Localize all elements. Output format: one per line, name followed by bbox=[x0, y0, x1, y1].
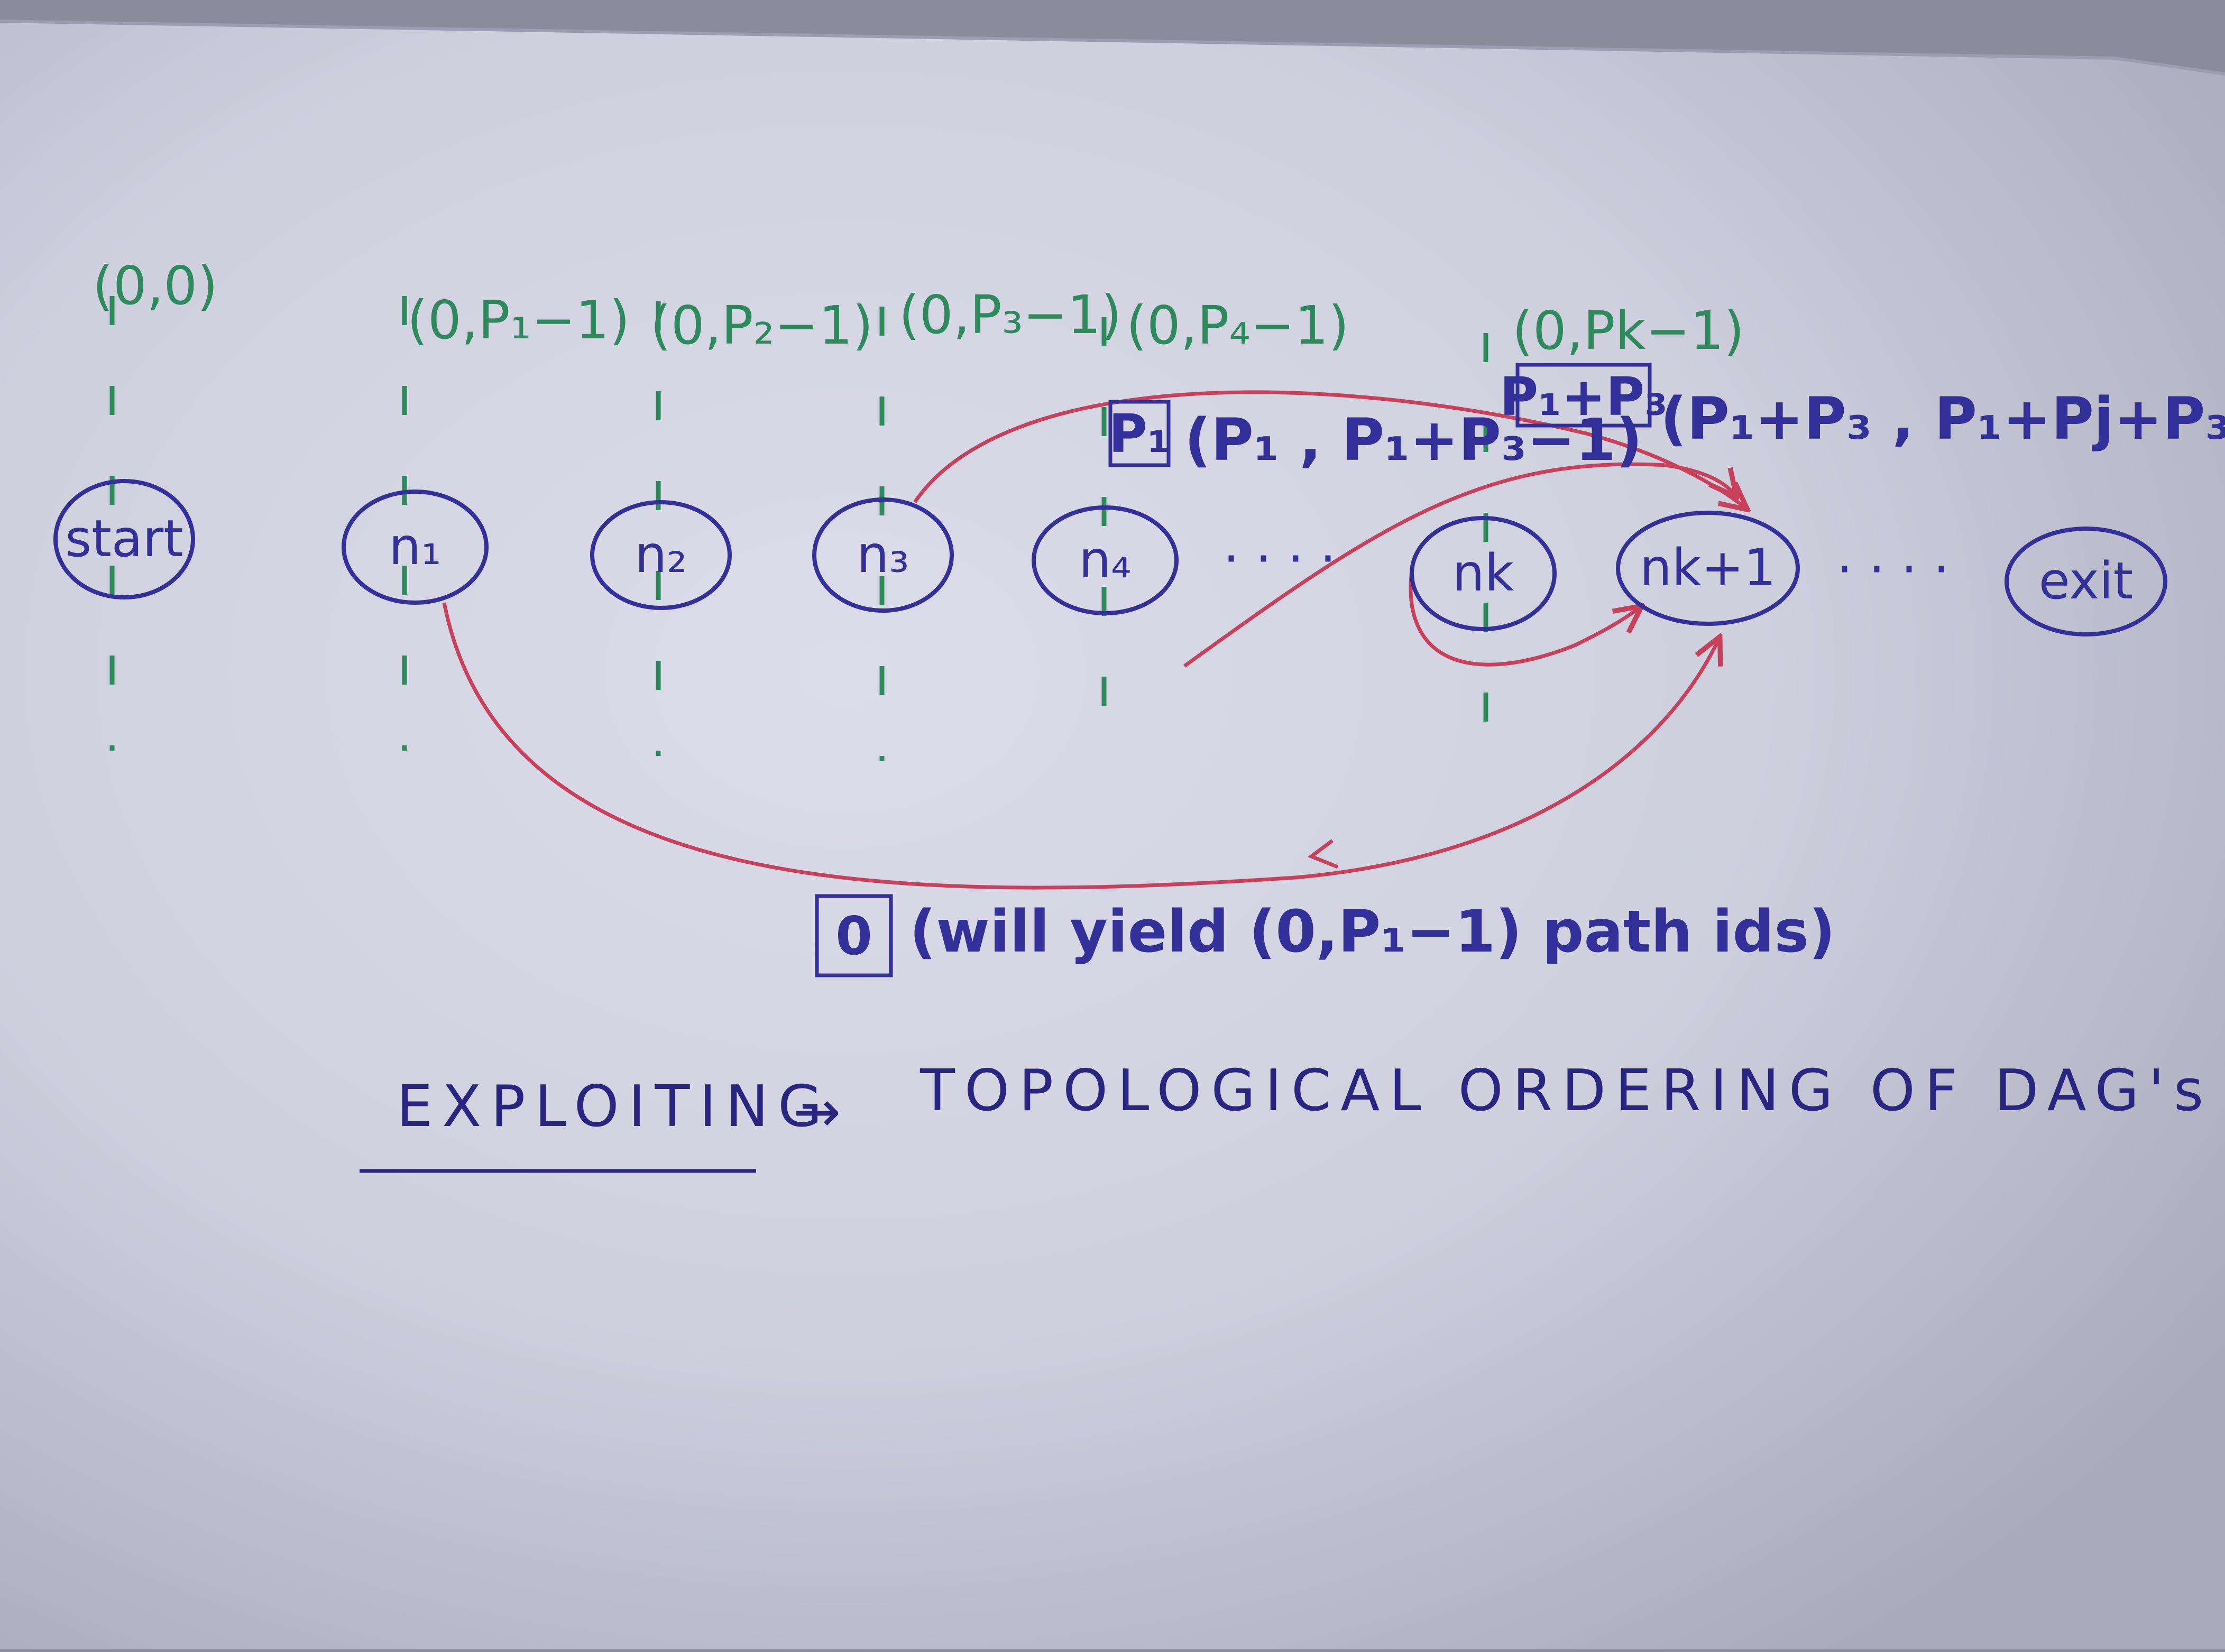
range-n3: (0,P₃−1) bbox=[899, 284, 1121, 346]
paper-edge bbox=[0, 20, 2225, 76]
caption-arrow: → bbox=[793, 1079, 851, 1145]
ellipsis-between-n4-nk: · · · · bbox=[1223, 529, 1336, 588]
box-zero-label: 0 bbox=[835, 905, 872, 967]
edge-n4-to-nk1 bbox=[1183, 462, 1734, 668]
box-p1-plus-p3 bbox=[1515, 363, 1652, 428]
node-nk1-label: nk+1 bbox=[1640, 538, 1776, 597]
caption-right: TOPOLOGICAL ORDERING OF DAG's bbox=[920, 1058, 2213, 1124]
dashed-guides bbox=[109, 296, 1488, 777]
edge-nk-to-nk1 bbox=[1409, 570, 1639, 667]
ellipsis-after-nk1: · · · · bbox=[1836, 540, 1950, 599]
node-start-label: start bbox=[65, 509, 183, 568]
note-edge-n1-nk1: (will yield (0,P₁−1) path ids) bbox=[909, 898, 1835, 965]
edge-n3-to-nk1 bbox=[913, 390, 1745, 507]
node-n2 bbox=[590, 500, 732, 610]
range-start: (0,0) bbox=[93, 255, 218, 317]
box-p1 bbox=[1108, 400, 1171, 467]
box-zero bbox=[815, 894, 893, 977]
range-edge-nk-nk1: (P₁+P₃ , P₁+Pj+P₃−1) bbox=[1660, 385, 2225, 453]
node-nk-label: nk bbox=[1452, 543, 1514, 603]
node-exit-label: exit bbox=[2039, 551, 2134, 611]
box-p1-plus-p3-label: P₁+P₃ bbox=[1500, 366, 1668, 428]
range-edge-n3-nk1: (P₁ , P₁+P₃−1) bbox=[1184, 406, 1642, 474]
caption-left: EXPLOITING bbox=[397, 1074, 832, 1140]
node-exit bbox=[2005, 527, 2167, 636]
node-n3 bbox=[812, 497, 954, 613]
node-n2-label: n₂ bbox=[635, 525, 687, 584]
range-n2: (0,P₂−1) bbox=[650, 294, 873, 356]
range-n1: (0,P₁−1) bbox=[407, 289, 630, 351]
caption: EXPLOITING → TOPOLOGICAL ORDERING OF DAG… bbox=[360, 1058, 2213, 1173]
edges bbox=[442, 390, 1745, 890]
edge-n1-to-nk1 bbox=[442, 602, 1718, 890]
node-nk1 bbox=[1616, 511, 1800, 626]
range-n4: (0,P₄−1) bbox=[1126, 294, 1349, 356]
nodes bbox=[53, 479, 2167, 636]
edge-n1-mid-arrow bbox=[1307, 839, 1339, 869]
node-nk bbox=[1410, 516, 1557, 631]
range-nk: (0,Pk−1) bbox=[1512, 300, 1744, 362]
box-p1-label: P₁ bbox=[1108, 403, 1170, 465]
node-n3-label: n₃ bbox=[857, 525, 909, 584]
node-n4-label: n₄ bbox=[1079, 530, 1131, 589]
node-n1 bbox=[342, 490, 489, 605]
paper-sheet bbox=[0, 21, 2225, 1649]
node-start bbox=[53, 479, 195, 599]
node-n1-label: n₁ bbox=[389, 517, 441, 576]
node-n4 bbox=[1032, 505, 1179, 615]
